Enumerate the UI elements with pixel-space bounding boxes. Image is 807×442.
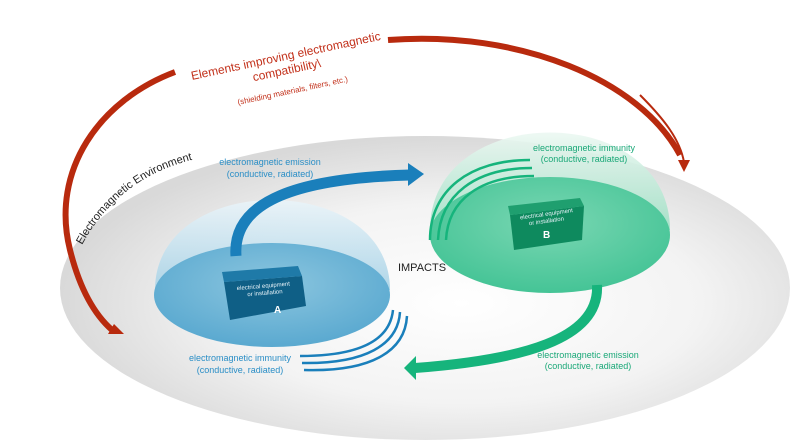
emission-arrowhead-a-icon xyxy=(408,163,424,186)
compatibility-arc-left-thin xyxy=(79,279,115,333)
emission-arrowhead-b-icon xyxy=(404,356,416,380)
immunity-b-label-line1: electromagnetic immunity xyxy=(533,143,636,153)
immunity-waves-b xyxy=(428,158,535,241)
emission-b-label-line2: (conductive, radiated) xyxy=(545,361,632,371)
immunity-a-label-line2: (conductive, radiated) xyxy=(197,365,284,375)
svg-text:or installation: or installation xyxy=(529,216,565,227)
immunity-a-label-line1: electromagnetic immunity xyxy=(189,353,292,363)
emission-a-label-line1: electromagnetic emission xyxy=(219,157,321,167)
equipment-a-box: electrical equipment or installation A xyxy=(222,266,306,320)
svg-text:B: B xyxy=(543,230,550,241)
svg-text:A: A xyxy=(274,305,281,316)
arrowhead-right-icon xyxy=(678,160,690,172)
equipment-b-box: electrical equipment or installation B xyxy=(508,198,584,250)
emission-arrow-a xyxy=(230,169,411,257)
svg-text:electrical equipment: electrical equipment xyxy=(237,282,291,293)
compatibility-label: Elements improving electromagnetic compa… xyxy=(190,29,382,107)
emission-a-label-line2: (conductive, radiated) xyxy=(227,169,314,179)
immunity-b-label-line2: (conductive, radiated) xyxy=(541,154,628,164)
compatibility-arc-right-thin xyxy=(639,94,685,163)
arrowhead-left-icon xyxy=(108,324,124,334)
immunity-waves-a xyxy=(299,309,409,372)
compatibility-arc-right xyxy=(387,35,683,157)
emission-arrow-b xyxy=(414,284,603,373)
emission-b-label-line1: electromagnetic emission xyxy=(537,350,639,360)
impacts-label: IMPACTS xyxy=(398,262,446,274)
svg-text:or installation: or installation xyxy=(247,289,283,298)
